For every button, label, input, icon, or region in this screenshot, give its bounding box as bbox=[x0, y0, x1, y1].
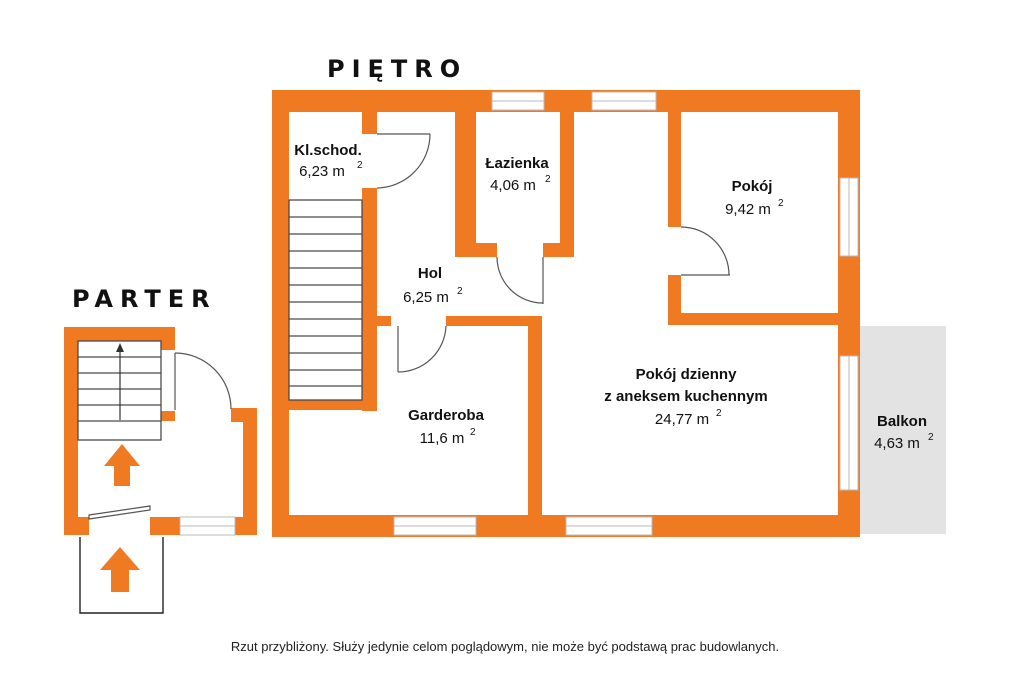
upper-floor-doors bbox=[376, 133, 730, 373]
stairwell-area: 6,23 m bbox=[299, 163, 345, 180]
ground-floor-staircase bbox=[77, 340, 162, 441]
living-area-sup: 2 bbox=[716, 408, 722, 419]
living-name-line2: z aneksem kuchennym bbox=[604, 388, 767, 405]
living-area: 24,77 m bbox=[655, 411, 709, 428]
ground-floor-window bbox=[179, 516, 236, 536]
hall-area-sup: 2 bbox=[457, 286, 463, 297]
room-label-balcony: Balkon 4,63 m 2 bbox=[874, 413, 934, 452]
bathroom-name: Łazienka bbox=[485, 155, 549, 172]
room-label-room: Pokój 9,42 m 2 bbox=[725, 178, 784, 218]
entry-arrow-icon bbox=[100, 444, 140, 592]
room-label-hall: Hol 6,25 m 2 bbox=[403, 265, 463, 306]
stairwell-name: Kl.schod. bbox=[294, 142, 362, 159]
room-label-wardrobe: Garderoba 11,6 m 2 bbox=[408, 407, 485, 447]
balcony-area-sup: 2 bbox=[928, 432, 934, 443]
bathroom-area-sup: 2 bbox=[545, 174, 551, 185]
balcony-name: Balkon bbox=[877, 413, 927, 430]
upper-floor-heading: PIĘTRO bbox=[327, 55, 467, 83]
upper-floor-staircase bbox=[288, 199, 363, 401]
room-area-sup: 2 bbox=[778, 198, 784, 209]
hall-area: 6,25 m bbox=[403, 289, 449, 306]
bathroom-area: 4,06 m bbox=[490, 177, 536, 194]
ground-floor-walls bbox=[64, 327, 257, 535]
room-name: Pokój bbox=[732, 178, 773, 195]
hall-name: Hol bbox=[418, 265, 442, 282]
room-label-stairwell: Kl.schod. 6,23 m 2 bbox=[294, 142, 363, 180]
wardrobe-name: Garderoba bbox=[408, 407, 485, 424]
entry-porch bbox=[79, 537, 164, 614]
upper-floor-windows bbox=[393, 91, 859, 536]
room-label-bathroom: Łazienka 4,06 m 2 bbox=[485, 155, 551, 194]
wardrobe-area-sup: 2 bbox=[470, 427, 476, 438]
room-label-living: Pokój dzienny z aneksem kuchennym 24,77 … bbox=[604, 366, 767, 428]
balcony-area: 4,63 m bbox=[874, 435, 920, 452]
disclaimer-text: Rzut przybliżony. Służy jedynie celom po… bbox=[231, 639, 779, 654]
wardrobe-area: 11,6 m bbox=[420, 430, 465, 447]
ground-floor-heading: PARTER bbox=[72, 285, 217, 313]
ground-floor-doors bbox=[88, 352, 232, 520]
balcony-area bbox=[858, 326, 946, 534]
stairwell-area-sup: 2 bbox=[357, 160, 363, 171]
living-name-line1: Pokój dzienny bbox=[636, 366, 738, 383]
room-area: 9,42 m bbox=[725, 201, 771, 218]
